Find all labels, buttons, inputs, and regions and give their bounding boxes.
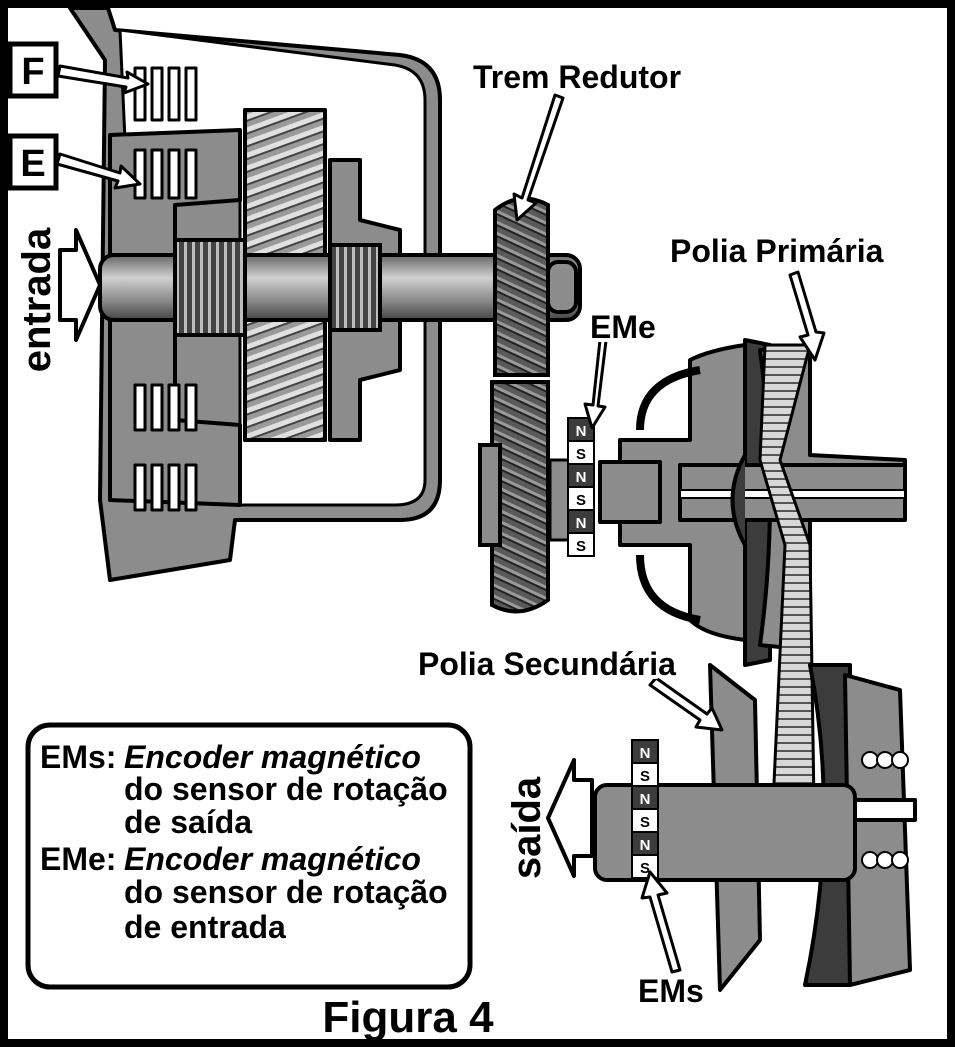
legend-ems-line1: Encoder magnético bbox=[124, 739, 421, 775]
arrow-ems bbox=[640, 870, 682, 974]
output-encoder-pole-3: N bbox=[631, 785, 659, 810]
label-polia-primaria: Polia Primária bbox=[670, 233, 884, 269]
label-e-box: E bbox=[7, 133, 59, 191]
svg-text:S: S bbox=[640, 860, 650, 877]
arrow-f bbox=[56, 64, 150, 95]
label-polia-secundaria: Polia Secundária bbox=[418, 646, 676, 682]
arrow-e bbox=[55, 152, 142, 190]
output-encoder-pole-4: S bbox=[631, 808, 659, 833]
return-spring bbox=[861, 751, 909, 869]
label-eme: EMe bbox=[590, 309, 656, 345]
svg-text:S: S bbox=[576, 492, 586, 509]
label-ems: EMs bbox=[638, 973, 704, 1009]
svg-text:S: S bbox=[576, 446, 586, 463]
output-encoder-pole-1: N bbox=[631, 739, 659, 764]
legend-box: EMs: Encoder magnético do sensor de rota… bbox=[25, 722, 473, 990]
label-f: F bbox=[21, 51, 44, 93]
input-encoder-pole-2: S bbox=[567, 440, 595, 465]
clutch-plates-f bbox=[133, 66, 198, 122]
arrow-eme bbox=[583, 338, 608, 430]
upper-reduction-gear bbox=[493, 196, 550, 377]
svg-text:N: N bbox=[640, 837, 651, 854]
svg-text:N: N bbox=[576, 515, 587, 532]
svg-text:N: N bbox=[640, 791, 651, 808]
label-saida: saída bbox=[505, 776, 549, 879]
arrow-polia-secundaria bbox=[648, 676, 724, 732]
input-shaft bbox=[98, 238, 582, 337]
leader-arrows bbox=[55, 64, 826, 974]
legend-eme-line3: de entrada bbox=[124, 909, 286, 945]
input-encoder-pole-4: S bbox=[567, 486, 595, 511]
secondary-pulley bbox=[593, 663, 917, 992]
label-entrada: entrada bbox=[15, 227, 59, 372]
output-encoder-pole-6: S bbox=[631, 854, 659, 879]
reduction-gear-train bbox=[478, 196, 578, 614]
legend-eme-key: EMe: bbox=[40, 841, 116, 877]
svg-text:N: N bbox=[576, 423, 587, 440]
output-encoder-pole-2: S bbox=[631, 762, 659, 787]
label-trem-redutor: Trem Redutor bbox=[473, 59, 681, 95]
legend-ems-line2: do sensor de rotação bbox=[124, 771, 448, 807]
output-encoder-pole-5: N bbox=[631, 831, 659, 856]
input-encoder-pole-3: N bbox=[567, 463, 595, 488]
input-arrow bbox=[58, 228, 102, 342]
legend-eme-line2: do sensor de rotação bbox=[124, 874, 448, 910]
figure-caption: Figura 4 bbox=[322, 993, 494, 1042]
input-encoder-pole-5: N bbox=[567, 509, 595, 534]
clutch-plates-lower bbox=[133, 383, 198, 512]
svg-text:S: S bbox=[640, 814, 650, 831]
svg-text:S: S bbox=[576, 538, 586, 555]
arrow-polia-primaria bbox=[788, 270, 826, 362]
svg-text:S: S bbox=[640, 768, 650, 785]
label-f-box: F bbox=[7, 41, 59, 99]
label-e: E bbox=[20, 143, 45, 185]
legend-ems-key: EMs: bbox=[40, 739, 116, 775]
input-encoder-pole-6: S bbox=[567, 532, 595, 557]
arrow-trem-redutor bbox=[512, 93, 565, 222]
legend-eme-line1: Encoder magnético bbox=[124, 841, 421, 877]
clutch-plates-e bbox=[133, 148, 198, 200]
legend-ems-line3: de saída bbox=[124, 804, 252, 840]
lower-reduction-gear bbox=[490, 380, 550, 614]
output-arrow bbox=[546, 758, 594, 878]
svg-text:N: N bbox=[640, 745, 651, 762]
svg-text:N: N bbox=[576, 469, 587, 486]
